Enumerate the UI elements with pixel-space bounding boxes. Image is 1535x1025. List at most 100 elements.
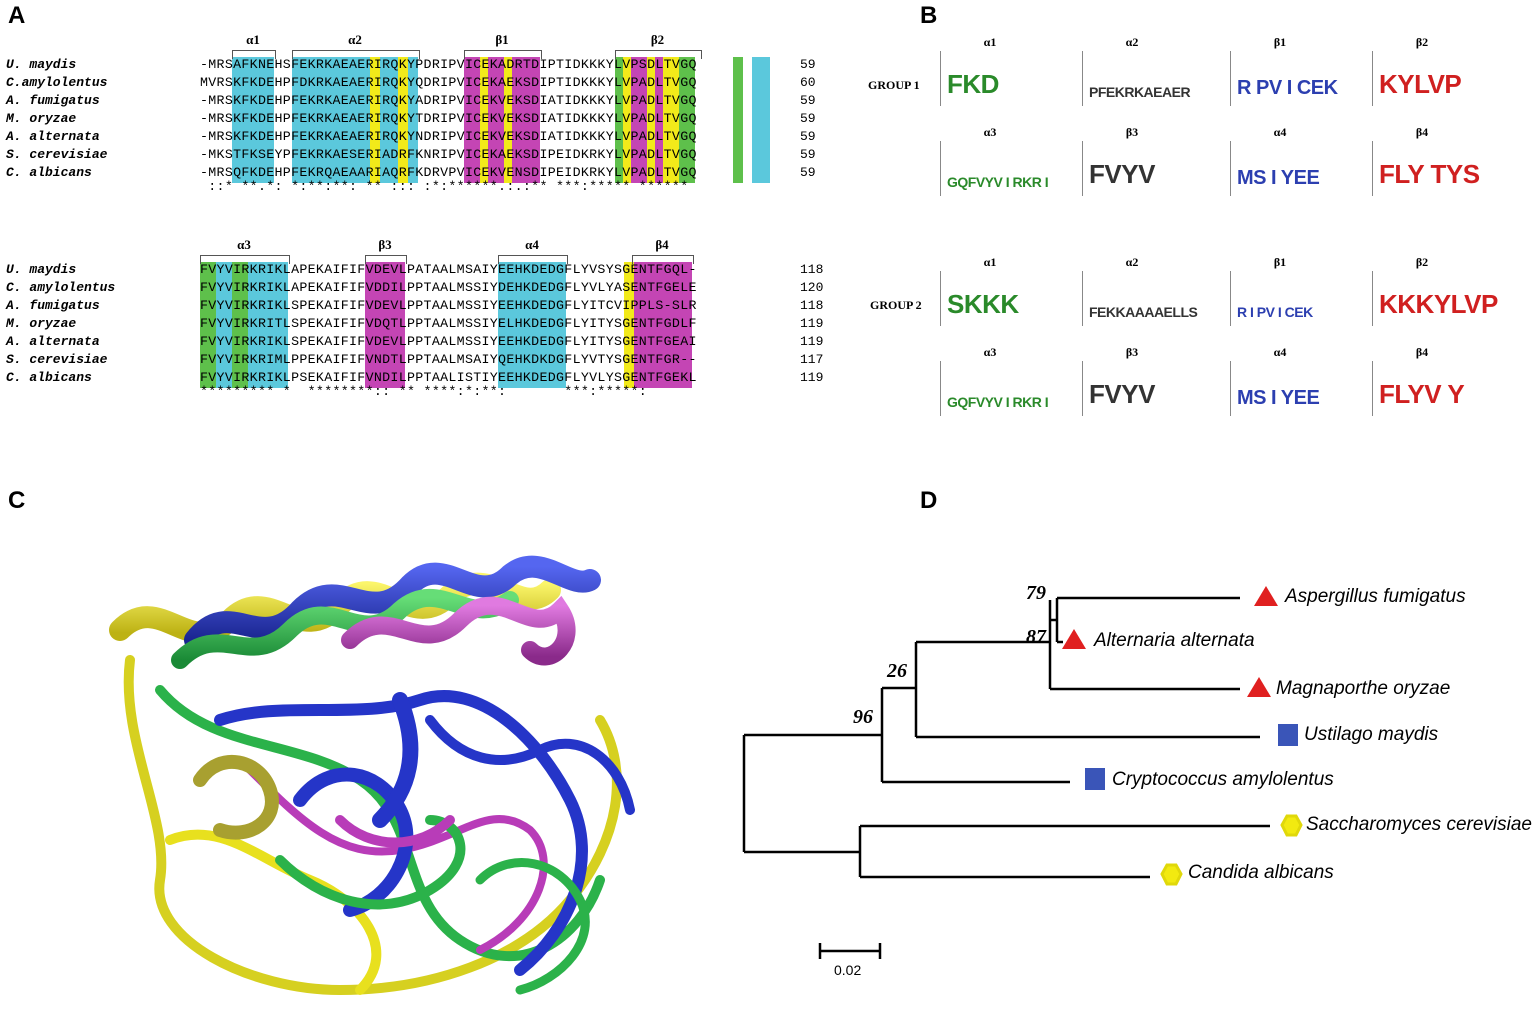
sequence-logo: PFEKRKAEAER <box>1082 51 1218 106</box>
ss-bracket <box>498 255 568 264</box>
logo-residues: PFEKRKAEAER <box>1089 84 1191 100</box>
bootstrap-value: 79 <box>1026 582 1046 604</box>
ss-label-alpha4: α4 <box>525 237 539 252</box>
logo-residues: MS I YEE <box>1237 167 1320 189</box>
consensus-line: ::* **.*: *:**:**: ** ::: :*:******.:.:*… <box>200 179 689 194</box>
logo-title: β2 <box>1415 35 1429 49</box>
logo-residues: R I PV I CEK <box>1237 304 1313 320</box>
sequence-logo: SKKK <box>940 271 1076 326</box>
taxon-label: Candida albicans <box>1188 862 1334 883</box>
ss-bracket <box>365 255 407 264</box>
sequence-row: FVYVIRKRIKLPSEKAIFIFVNDILPPTAALISTIYEEHK… <box>200 370 697 385</box>
sequence-logo: R PV I CEK <box>1230 51 1366 106</box>
highlight-column <box>624 262 634 388</box>
residue-count: 59 <box>800 147 816 162</box>
panel-label-c: C <box>8 487 26 514</box>
species-name: M. oryzae <box>6 316 77 331</box>
consensus-line: ********* * ********:: ** ****:*:**: ***… <box>200 384 648 399</box>
hexagon-marker <box>1160 863 1183 886</box>
residue-count: 59 <box>800 165 816 180</box>
logo-residues: FKD <box>947 69 999 99</box>
highlight-column <box>498 262 566 388</box>
highlight-column <box>752 57 770 183</box>
logo-residues: GQFVYV I RKR I <box>947 174 1049 190</box>
residue-count: 60 <box>800 75 816 90</box>
logo-title: β1 <box>1273 35 1287 49</box>
hexagon-marker <box>1280 814 1303 837</box>
phylogenetic-tree-panel: Aspergillus fumigatus Alternaria alterna… <box>730 520 1535 1010</box>
sequence-logo: FKD <box>940 51 1076 106</box>
highlight-column <box>480 57 488 183</box>
highlight-column <box>663 57 679 183</box>
species-name: S. cerevisiae <box>6 352 108 367</box>
highlight-column <box>292 57 418 183</box>
sequence-logo: FVYV <box>1082 141 1218 196</box>
species-name: A. fumigatus <box>6 93 100 108</box>
bootstrap-value: 96 <box>853 706 873 728</box>
sequence-row: FVYVIRKRITLSPEKAIFIFVDQTLPPTAALMSSIYELHK… <box>200 316 697 331</box>
sequence-logo: GQFVYV I RKR I <box>940 361 1076 416</box>
species-name: A. alternata <box>6 129 100 144</box>
sequence-row: FVYVIRKRIKLAPEKAIFIFVDDILPPTAALMSSIYDEHK… <box>200 280 697 295</box>
highlight-column <box>615 57 623 183</box>
logo-residues: FVYV <box>1089 159 1155 189</box>
square-marker <box>1278 724 1298 746</box>
group-2-label: GROUP 2 <box>870 298 922 312</box>
highlight-column <box>733 57 743 183</box>
species-name: M. oryzae <box>6 111 77 126</box>
logo-residues: R PV I CEK <box>1237 77 1338 99</box>
bootstrap-value: 26 <box>887 660 907 682</box>
logo-residues: FVYV <box>1089 379 1155 409</box>
sequence-row: -MKSTFKSEYPFEKRKAESERIADRFKNRIPVICEKAEKS… <box>200 147 697 162</box>
taxon-label: Aspergillus fumigatus <box>1285 586 1466 607</box>
species-name: C. albicans <box>6 165 92 180</box>
taxon-label: Saccharomyces cerevisiae <box>1306 814 1532 835</box>
highlight-column <box>623 57 631 183</box>
logo-title: α1 <box>983 255 997 269</box>
logo-residues: KYLVP <box>1379 69 1462 99</box>
highlight-column <box>679 57 695 183</box>
residue-count: 59 <box>800 111 816 126</box>
logo-residues: KKKYLVP <box>1379 289 1498 319</box>
sequence-row: MVRSKFKDEHPFDKRKAEAERIRQKYQDRIPVICEKAEKS… <box>200 75 697 90</box>
sequence-logo: GQFVYV I RKR I <box>940 141 1076 196</box>
logo-residues: FEKKAAAAELLS <box>1089 304 1198 320</box>
species-name: S. cerevisiae <box>6 147 108 162</box>
panel-label-a: A <box>8 2 26 29</box>
species-name: U. maydis <box>6 262 77 277</box>
sequence-logo: MS I YEE <box>1230 361 1366 416</box>
sequence-row: FVYVIRKRIKLSPEKAIFIFVDEVLPPTAALMSSIYEEHK… <box>200 298 697 313</box>
panel-label-d: D <box>920 487 938 514</box>
residue-count: 119 <box>800 334 824 349</box>
sequence-logo: KKKYLVP <box>1372 271 1508 326</box>
logo-title: β2 <box>1415 255 1429 269</box>
logo-residues: FLYV Y <box>1379 379 1465 409</box>
highlight-column <box>232 262 248 388</box>
taxon-label: Cryptococcus amylolentus <box>1112 769 1334 790</box>
species-name: A. alternata <box>6 334 100 349</box>
residue-count: 117 <box>800 352 824 367</box>
sequence-row: FVYVIRKRIMLPPEKAIFIFVNDTLPPTAALMSAIYQEHK… <box>200 352 697 367</box>
residue-count: 120 <box>800 280 824 295</box>
ss-label-beta3: β3 <box>378 237 392 252</box>
highlight-column <box>512 57 540 183</box>
ss-label-alpha2: α2 <box>348 32 362 47</box>
highlight-column <box>504 57 512 183</box>
highlight-column <box>232 57 274 183</box>
sequence-row: FVYVIRKRIKLAPEKAIFIFVDEVLPATAALMSAIYEEHK… <box>200 262 697 277</box>
highlight-column <box>370 57 380 183</box>
species-name: C. amylolentus <box>6 280 116 295</box>
sequence-row: -MRSKFKDEHPFEKRKAEAERIRQKYADRIPVICEKVEKS… <box>200 93 697 108</box>
highlight-column <box>655 57 663 183</box>
highlight-column <box>634 262 692 388</box>
ss-bracket <box>292 50 420 59</box>
sequence-row: -MRSKFKDEHPFEKRKAEAERIRQKYNDRIPVICEKVEKS… <box>200 129 697 144</box>
ss-label-alpha1: α1 <box>246 32 260 47</box>
logo-title: α1 <box>983 35 997 49</box>
residue-count: 118 <box>800 262 824 277</box>
logo-title: β3 <box>1125 125 1139 139</box>
logo-residues: SKKK <box>947 289 1019 319</box>
triangle-marker <box>1247 677 1271 697</box>
ss-bracket <box>200 255 290 264</box>
residue-count: 119 <box>800 316 824 331</box>
